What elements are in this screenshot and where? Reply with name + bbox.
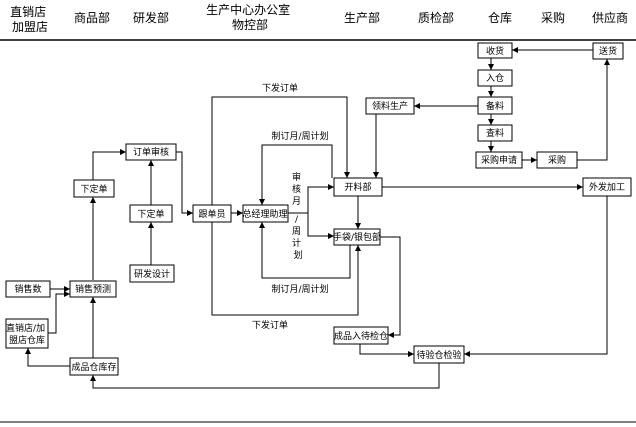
node-purchasing: 采购 (536, 151, 578, 169)
edge-labels: 下发订单 下发订单 制订月/周计划 制订月/周计划 审 核 月 / 周 计 划 (252, 82, 329, 331)
edge-sew-fgpending (380, 236, 401, 338)
node-material-prod: 领料生产 (365, 97, 415, 115)
node-fg-warehouse: 成品仓库存 (69, 357, 119, 376)
svg-text:直销店/加 盟店仓库: 直销店/加 盟店仓库 (6, 322, 48, 346)
svg-text:领料生产: 领料生产 (372, 100, 408, 112)
node-outsourcing: 外发加工 (582, 177, 632, 197)
node-gm-assistant: 总经理助理 (242, 204, 289, 223)
node-check-material: 查料 (477, 124, 513, 142)
node-cutting: 开料部 (333, 177, 383, 197)
node-prepare: 备料 (477, 96, 513, 115)
edge-review-plan-sew (307, 213, 334, 239)
svg-text:采购: 采购 (548, 154, 566, 166)
edge-order-review (92, 149, 126, 180)
header-rd: 研发部 (133, 10, 169, 25)
header-direct-store: 直销店 加盟店 (10, 5, 50, 34)
svg-text:送货: 送货 (599, 45, 617, 57)
node-pending-inspect: 待验仓检验 (413, 345, 465, 364)
node-delivery: 送货 (592, 42, 624, 60)
node-sewing: 手袋/银包部 (333, 228, 381, 246)
edge-outsource-inspect (464, 196, 608, 357)
svg-text:下定单: 下定单 (137, 208, 164, 220)
node-warehousing: 入仓 (477, 69, 513, 87)
header-purchasing: 采购 (541, 10, 565, 25)
edge-issue-order-top (211, 96, 350, 205)
header-production: 生产部 (344, 10, 380, 25)
svg-text:采购申请: 采购申请 (481, 154, 517, 166)
edge-plan-bottom (259, 222, 351, 279)
header-merchandise: 商品部 (74, 10, 110, 25)
svg-text:跟单员: 跟单员 (198, 208, 225, 220)
node-purchase-request: 采购申请 (475, 151, 523, 169)
edge-issue-order-bottom (211, 222, 361, 316)
svg-text:成品入待检仓: 成品入待检仓 (334, 330, 388, 342)
edge-purchase-delivery (577, 59, 610, 161)
header-qc: 质检部 (418, 10, 454, 25)
svg-text:备料: 备料 (486, 100, 504, 112)
node-order-review: 订单审核 (125, 143, 177, 161)
edge-storewh-forecast (48, 291, 70, 334)
svg-text:收货: 收货 (486, 45, 504, 57)
svg-text:订单审核: 订单审核 (133, 146, 169, 158)
svg-text:开料部: 开料部 (344, 181, 371, 193)
edges (25, 47, 610, 389)
svg-text:销售预测: 销售预测 (75, 283, 111, 295)
svg-text:销售数: 销售数 (14, 283, 41, 295)
label-plan-bottom: 制订月/周计划 (271, 283, 328, 295)
label-review-plan: 审 核 月 / 周 计 划 (292, 171, 304, 261)
node-fg-pending: 成品入待检仓 (333, 326, 389, 345)
label-issue-order-top: 下发订单 (262, 82, 298, 94)
svg-text:下定单: 下定单 (80, 183, 107, 195)
node-store-warehouse: 直销店/加 盟店仓库 (5, 318, 49, 349)
header-production-office: 生产中心办公室 物控部 (206, 2, 294, 32)
svg-text:待验仓检验: 待验仓检验 (416, 349, 461, 361)
node-order-rd: 下定单 (129, 204, 173, 223)
svg-text:手袋/银包部: 手袋/银包部 (333, 231, 381, 243)
swimlane-header: 直销店 加盟店 商品部 研发部 生产中心办公室 物控部 生产部 质检部 仓库 采… (0, 2, 636, 41)
svg-text:外发加工: 外发加工 (589, 181, 625, 193)
node-rd-design: 研发设计 (129, 264, 175, 283)
svg-text:总经理助理: 总经理助理 (242, 208, 287, 220)
edge-plan-top (259, 144, 333, 205)
label-issue-order-bottom: 下发订单 (252, 319, 288, 331)
edge-inspect-fgwh (90, 363, 440, 389)
svg-text:入仓: 入仓 (486, 72, 504, 84)
node-order-merch: 下定单 (73, 179, 115, 198)
header-supplier: 供应商 (592, 10, 628, 25)
svg-text:成品仓库存: 成品仓库存 (71, 361, 116, 373)
edge-review-plan-cut (288, 184, 334, 214)
edge-review-follow (176, 151, 193, 216)
label-plan-top: 制订月/周计划 (271, 130, 328, 142)
node-sales-forecast: 销售预测 (69, 280, 117, 298)
header-warehouse: 仓库 (488, 10, 512, 25)
node-sales-count: 销售数 (5, 280, 51, 298)
edge-fgpending-inspect (359, 344, 414, 357)
svg-text:查料: 查料 (486, 127, 504, 139)
nodes: 销售数 直销店/加 盟店仓库 销售预测 成品仓库存 下定单 订单审核 下定单 (5, 42, 632, 376)
node-follow-staff: 跟单员 (192, 204, 232, 223)
svg-text:研发设计: 研发设计 (134, 268, 170, 280)
node-receiving: 收货 (477, 42, 513, 59)
edge-fgwh-storewh (25, 348, 70, 367)
